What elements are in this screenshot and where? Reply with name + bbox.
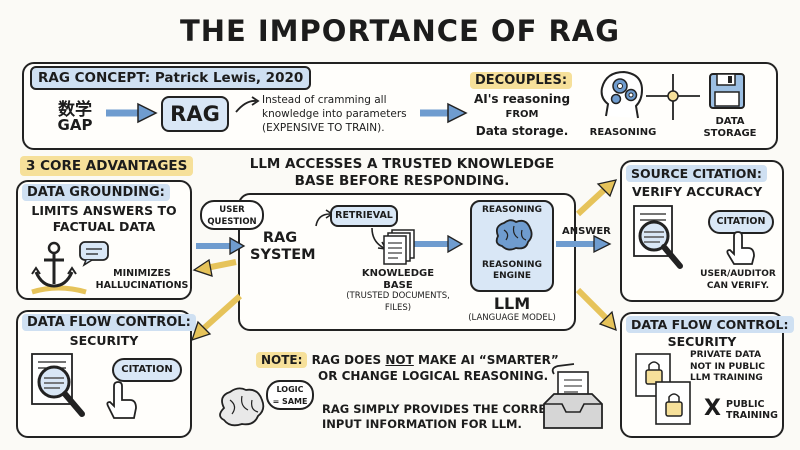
llm-label: LLM [493,294,531,313]
note-line1-not: NOT [385,353,414,367]
note-bottom-text: RAG SIMPLY PROVIDES THE CORRECT INPUT IN… [322,402,563,432]
center-heading: LLM ACCESSES A TRUSTED KNOWLEDGE BASE BE… [232,156,572,190]
data-storage-line: STORAGE [703,128,757,139]
anchor-icon [31,241,87,295]
grounding-subtitle: LIMITS ANSWERS TO FACTUAL DATA [16,203,192,235]
private-data-line: NOT IN PUBLIC [690,361,765,372]
reasoning-top-label: REASONING [482,205,542,215]
public-training-note: PUBLIC TRAINING [726,399,778,421]
gap-cjk: 数学 [58,100,92,120]
note-line-2: OR CHANGE LOGICAL REASONING. [318,369,549,383]
note-line-1: NOTE: RAG DOES NOT MAKE AI “SMARTER” [256,352,559,368]
chat-icon [79,241,109,267]
note-bottom-line: RAG SIMPLY PROVIDES THE CORRECT [322,402,563,416]
security-left-title: DATA FLOW CONTROL: [22,314,196,331]
note-brain-icon [219,387,265,427]
decouples-text: AI's reasoning FROM Data storage. [462,91,582,139]
reasoning-engine-label: REASONING ENGINE [470,260,554,282]
x-mark-icon: X [704,396,721,421]
user-question-line: QUESTION [207,217,257,227]
documents-icon [383,229,415,265]
note-line1-b: MAKE AI “SMARTER” [418,353,559,367]
logic-line: LOGIC [276,385,304,394]
citation-bubble: CITATION [708,210,774,234]
reasoning-engine-line: ENGINE [492,271,532,281]
note-bottom-line: INPUT INFORMATION FOR LLM. [322,417,522,431]
rag-description-line: (EXPENSIVE TO TRAIN). [262,122,385,134]
decouples-line: AI's reasoning [473,92,571,106]
kb-line: FILES) [384,302,412,313]
public-training-line: TRAINING [726,410,778,421]
rag-description-line: knowledge into parameters [262,108,407,120]
note-line1-a: RAG DOES [311,353,382,367]
security-right-title: DATA FLOW CONTROL: [626,316,794,333]
user-question-bubble: USER QUESTION [200,200,264,230]
concept-header: RAG CONCEPT: Patrick Lewis, 2020 [30,66,312,90]
citation-note: USER/AUDITOR CAN VERIFY. [692,268,784,292]
grounding-title: DATA GROUNDING: [22,184,170,201]
decouples-label: DECOUPLES: [470,72,573,89]
reasoning-engine-line: REASONING [482,260,542,270]
head-gears-icon [600,70,644,119]
decouples-line: FROM [505,109,539,120]
advantages-label: 3 CORE ADVANTAGES [20,156,194,176]
citation-subtitle: VERIFY ACCURACY [632,184,763,199]
logic-same-bubble: LOGIC = SAME [266,380,314,410]
gap-label: GAP [57,116,93,134]
magnifier-icon [31,353,85,417]
reasoning-label: REASONING [589,127,657,138]
kb-line: BASE [383,279,413,291]
rag-system-label: RAG SYSTEM [250,230,316,264]
note-label: NOTE: [256,352,308,368]
floppy-disk-icon [709,73,745,109]
user-question-line: USER [219,205,245,215]
reasoning-engine-card [470,200,554,292]
citation-note-line: USER/AUDITOR [700,269,776,279]
grounding-note-line: HALLUCINATIONS [95,280,189,291]
data-storage-line: DATA [715,116,745,127]
private-data-line: PRIVATE DATA [690,350,762,360]
inbox-tray-icon [543,363,603,429]
private-data-line: LLM TRAINING [690,373,763,383]
rag-description-line: Instead of cramming all [262,94,387,106]
retrieval-pill: RETRIEVAL [330,205,398,227]
locked-files-icon [635,353,691,425]
rag-system-line: RAG [262,230,298,246]
grounding-subtitle-line: FACTUAL DATA [52,219,156,234]
security-left-subtitle: SECURITY [69,333,139,348]
decouples-line: Data storage. [475,124,569,138]
citation-note-line: CAN VERIFY. [706,281,770,291]
grounding-note-line: MINIMIZES [113,268,171,279]
page-title: THE IMPORTANCE OF RAG [179,14,621,48]
private-data-note: PRIVATE DATA NOT IN PUBLIC LLM TRAINING [690,350,784,385]
kb-line: KNOWLEDGE [361,268,435,279]
data-storage-label: DATA STORAGE [690,116,770,140]
rag-system-line: SYSTEM [250,247,316,263]
brain-icon [495,219,533,251]
rag-description: Instead of cramming all knowledge into p… [262,93,422,135]
grounding-note: MINIMIZES HALLUCINATIONS [92,268,192,292]
center-heading-line: LLM ACCESSES A TRUSTED KNOWLEDGE [249,156,555,172]
llm-sub-label: (LANGUAGE MODEL) [468,313,556,323]
pointing-hand-icon [106,381,137,419]
public-training-line: PUBLIC [726,399,765,410]
citation-title: SOURCE CITATION: [626,165,767,182]
knowledge-base-label: KNOWLEDGE BASE (TRUSTED DOCUMENTS, FILES… [342,268,454,314]
security-right-subtitle: SECURITY [667,334,737,349]
document-magnifier-icon [633,205,683,269]
logic-line: = SAME [272,397,308,406]
note-text: NOTE: RAG DOES NOT MAKE AI “SMARTER” OR … [256,352,559,384]
center-heading-line: BASE BEFORE RESPONDING. [294,173,510,189]
kb-line: (TRUSTED DOCUMENTS, [346,291,450,301]
rag-badge: RAG [161,96,229,132]
answer-label: ANSWER [562,226,611,237]
security-left-citation-bubble: CITATION [112,358,182,382]
citation-pointing-hand-icon [726,231,755,265]
grounding-subtitle-line: LIMITS ANSWERS TO [31,203,177,218]
